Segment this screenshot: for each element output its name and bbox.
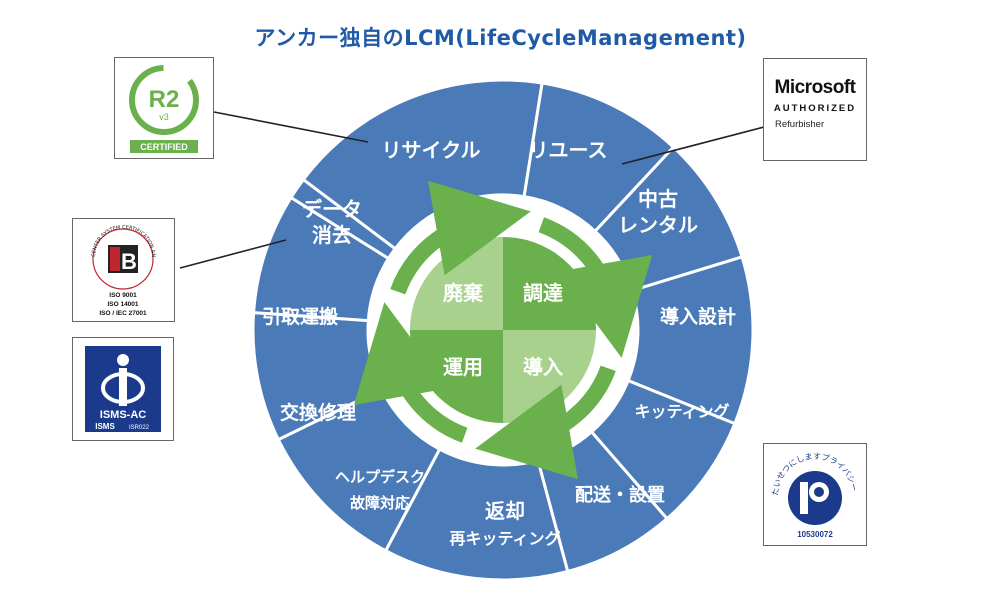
privacy-number: 10530072 [797, 530, 833, 539]
ring-label-used-rental-1: 中古 [638, 187, 678, 211]
iso-line-3: ISO / IEC 27001 [99, 310, 147, 317]
cycle-arrow-2 [538, 217, 653, 358]
connector-r2 [213, 111, 369, 143]
r2-mark: R2 [149, 86, 180, 113]
ring-label-used-rental-2: レンタル [618, 213, 698, 237]
ring-label-kitting: キッティング [634, 402, 729, 421]
r2-version: v3 [159, 112, 169, 122]
ring-segment-data-erase [288, 177, 398, 261]
ring-label-recycle: リサイクル [382, 138, 481, 162]
connector-iso [179, 239, 287, 269]
cycle-arrow-3 [475, 365, 616, 480]
ring-label-data-erase-2: 消去 [312, 223, 352, 247]
isms-ac-logo: ISMS-AC ISMS ISR022 [72, 337, 174, 441]
isms-line-2: ISMS [95, 422, 115, 431]
microsoft-name: Microsoft [774, 77, 857, 98]
r2-caption: CERTIFIED [140, 142, 188, 152]
core-label-bottom-right: 導入 [523, 355, 563, 379]
ring-label-helpdesk-1: ヘルプデスク [335, 468, 425, 486]
cycle-arrow-4 [353, 302, 468, 443]
ring-label-pickup: 引取運搬 [262, 305, 338, 328]
diagram-title: アンカー独自のLCM(LifeCycleManagement) [254, 26, 747, 50]
outer-ring [251, 78, 755, 582]
iso-mark: B [121, 249, 137, 274]
ring-label-helpdesk-2: 故障対応 [350, 494, 410, 512]
iso-line-2: ISO 14001 [107, 301, 138, 308]
r2-certified-logo: R2 v3 CERTIFIED [114, 57, 214, 159]
ring-label-return-1: 返却 [485, 499, 525, 523]
core-label-bottom-left: 運用 [443, 355, 483, 379]
cycle-arrows [353, 180, 653, 480]
ring-label-data-erase-1: データ [302, 197, 362, 221]
ring-label-delivery: 配送・設置 [575, 484, 665, 506]
ring-label-replace-repair: 交換修理 [280, 401, 356, 424]
connector-microsoft [621, 126, 765, 165]
isms-code: ISR022 [129, 425, 150, 431]
ring-label-return-2: 再キッティング [449, 529, 560, 548]
microsoft-sub: Refurbisher [775, 119, 825, 130]
core-label-top-right: 調達 [523, 281, 563, 305]
ring-label-install-design: 導入設計 [660, 305, 736, 328]
isms-line-1: ISMS-AC [100, 409, 147, 421]
cycle-arrow-1 [390, 180, 531, 295]
microsoft-authorized-logo: Microsoft AUTHORIZED Refurbisher [763, 58, 867, 161]
privacy-mark-logo: たいせつにしますプライバシー 10530072 [763, 443, 867, 546]
core-label-top-left: 廃棄 [443, 281, 484, 305]
iso-line-1: ISO 9001 [109, 292, 137, 299]
ring-label-reuse: リユース [529, 138, 608, 162]
iso-certification-logo: CENTER SYSTEM CERTIFICATION AND REGISTRA… [70, 215, 175, 322]
microsoft-tagline: AUTHORIZED [773, 103, 857, 114]
